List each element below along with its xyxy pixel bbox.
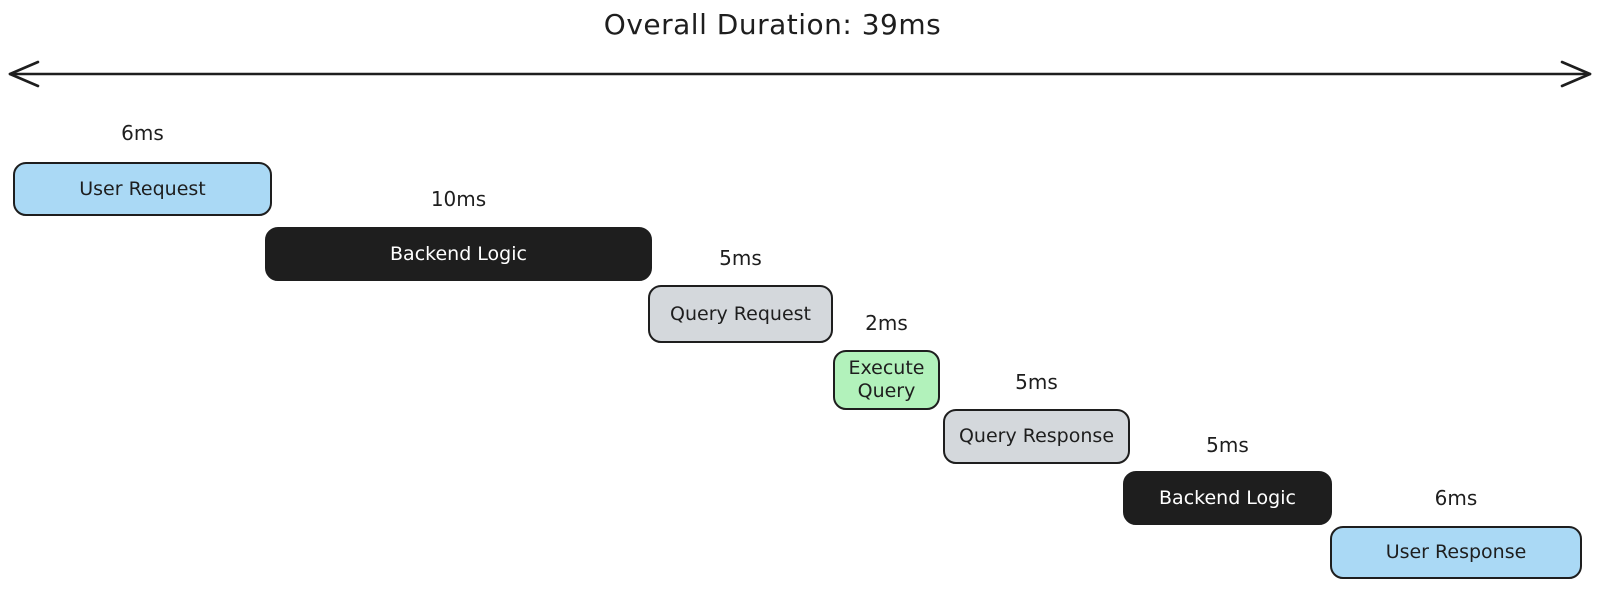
duration-label-query-response: 5ms (1015, 370, 1058, 394)
segment-execute-query: Execute Query (833, 350, 940, 410)
segment-user-request: User Request (13, 162, 272, 216)
duration-label-query-request: 5ms (719, 246, 762, 270)
duration-label-user-response: 6ms (1434, 486, 1478, 510)
segment-query-request: Query Request (648, 285, 833, 343)
diagram-title: Overall Duration: 39ms (603, 8, 942, 41)
right-arrowhead-icon (1560, 60, 1592, 88)
duration-label-user-request: 6ms (121, 121, 164, 145)
segment-backend-logic-1: Backend Logic (265, 227, 652, 281)
left-arrowhead-icon (8, 60, 40, 88)
duration-label-backend-logic-1: 10ms (430, 187, 487, 211)
segment-user-response: User Response (1330, 526, 1582, 579)
segment-query-response: Query Response (943, 409, 1130, 464)
duration-label-backend-logic-2: 5ms (1206, 433, 1249, 457)
duration-label-execute-query: 2ms (865, 311, 908, 335)
overall-duration-arrow (8, 60, 1592, 88)
segment-backend-logic-2: Backend Logic (1123, 471, 1332, 525)
